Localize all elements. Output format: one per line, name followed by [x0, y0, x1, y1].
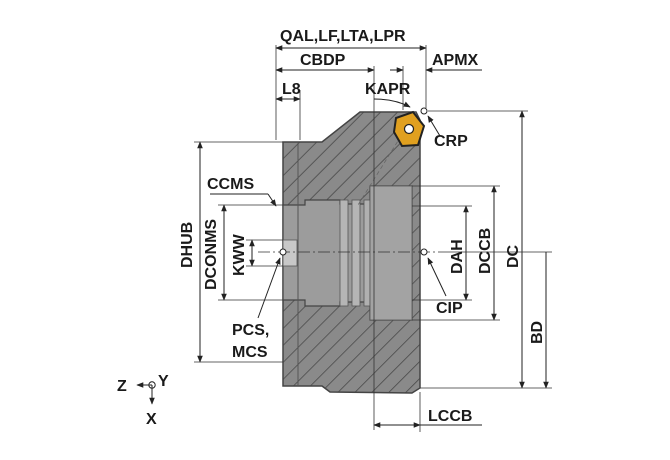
groove-ring-1: [339, 199, 349, 307]
label-mcs: MCS: [232, 344, 268, 361]
label-kww: KWW: [231, 233, 248, 276]
label-kapr: KAPR: [365, 81, 411, 98]
label-dconms: DCONMS: [203, 219, 220, 290]
kapr-arc: [373, 98, 411, 108]
label-axis-y: Y: [158, 373, 169, 390]
cutter-body: [282, 111, 421, 394]
label-crp: CRP: [434, 133, 468, 150]
left-dimensions: [194, 141, 283, 363]
label-axis-x: X: [146, 411, 157, 428]
crp-point: [420, 107, 428, 115]
bottom-dimension: [373, 392, 482, 432]
label-apmx: APMX: [432, 52, 479, 69]
groove-ring-3: [363, 199, 371, 307]
label-l8: L8: [282, 81, 301, 98]
label-ccms: CCMS: [207, 176, 254, 193]
label-dhub: DHUB: [179, 222, 196, 268]
pcs-point: [279, 248, 287, 256]
right-dimensions: [412, 110, 552, 389]
groove-ring-2: [351, 199, 361, 307]
label-qal: QAL,LF,LTA,LPR: [280, 28, 406, 45]
cip-point: [420, 248, 428, 256]
bore-step: [369, 185, 413, 321]
label-lccb: LCCB: [428, 408, 472, 425]
label-bd: BD: [529, 321, 546, 344]
label-dc: DC: [505, 244, 522, 268]
label-pcs: PCS,: [232, 322, 269, 339]
top-dimensions: [275, 45, 482, 430]
insert: [392, 107, 428, 148]
label-axis-z: Z: [117, 378, 127, 395]
label-dccb: DCCB: [477, 228, 494, 274]
label-cip: CIP: [436, 300, 463, 317]
axis-symbol: [136, 381, 156, 405]
label-dah: DAH: [449, 239, 466, 274]
label-cbdp: CBDP: [300, 52, 346, 69]
